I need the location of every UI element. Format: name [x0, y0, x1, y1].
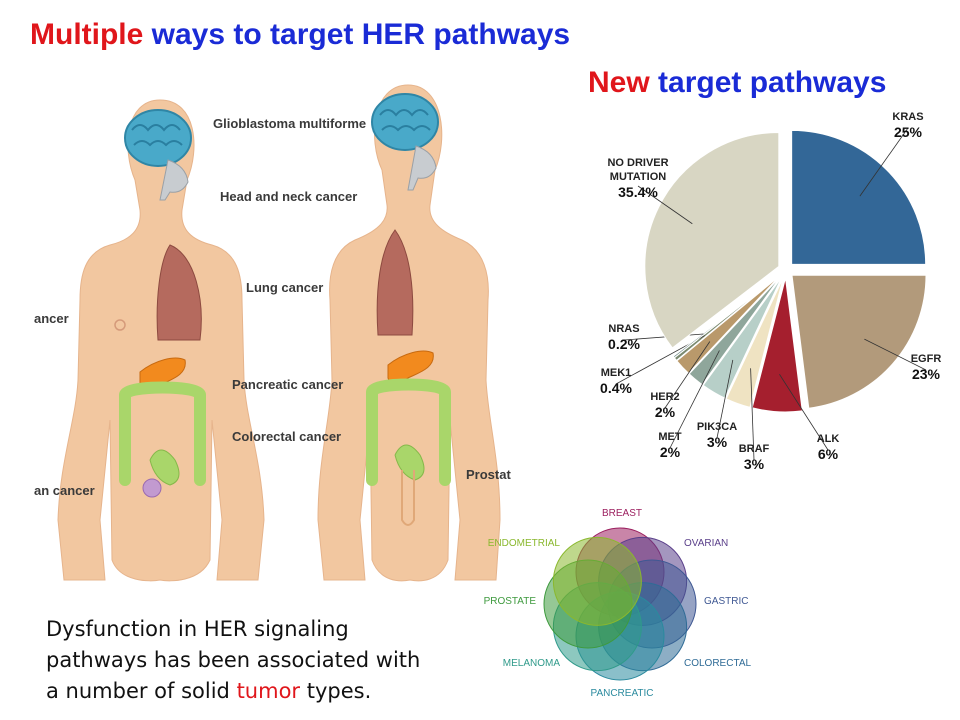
- male-prostate: [401, 470, 415, 526]
- pie-title-red: New: [588, 66, 650, 99]
- pie-label-name: BRAF: [739, 443, 770, 455]
- male-airway: [407, 145, 437, 191]
- slide-title: Multiple ways to target HER pathways: [30, 18, 570, 52]
- venn-label-melanoma: MELANOMA: [503, 658, 561, 669]
- pie-slice-braf: [725, 277, 784, 408]
- male-colon: [366, 378, 451, 486]
- venn-label-pancreatic: PANCREATIC: [591, 688, 654, 699]
- title-part-blue: ways to target HER pathways: [143, 18, 571, 51]
- label-prostate-partial: Prostat: [466, 467, 511, 482]
- pie-slice-kras: [791, 129, 927, 265]
- female-lungs: [156, 244, 202, 341]
- pie-label-name: EGFR: [911, 353, 942, 365]
- caption-line-3-post: types.: [300, 679, 372, 703]
- pie-slice-no-driver-mutation: [644, 131, 780, 349]
- pie-label-value: 25%: [894, 124, 923, 140]
- pie-label-name: MET: [658, 431, 682, 443]
- pie-leader-line: [623, 333, 704, 341]
- pie-leader-line: [716, 359, 734, 439]
- pie-label-value: 23%: [912, 366, 941, 382]
- caption-line-2: pathways has been associated with: [46, 648, 421, 672]
- male-brain-folds: [379, 109, 431, 132]
- pie-leader-line: [859, 127, 909, 197]
- pie-label-name: MUTATION: [610, 171, 666, 183]
- venn-label-prostate: PROSTATE: [484, 596, 537, 607]
- pie-label-name: NRAS: [608, 323, 639, 335]
- pie-slice-nras: [672, 274, 780, 359]
- label-ovarian-partial: an cancer: [34, 483, 95, 498]
- pie-label-value: 35.4%: [618, 184, 658, 200]
- female-colon: [119, 381, 206, 486]
- pie-label-value: 0.4%: [600, 380, 632, 396]
- venn-label-colorectal: COLORECTAL: [684, 658, 751, 669]
- female-airway: [159, 159, 189, 201]
- caption-line-3-pre: a number of solid: [46, 679, 237, 703]
- label-head-neck: Head and neck cancer: [220, 189, 358, 204]
- title-part-red: Multiple: [30, 18, 144, 51]
- venn-label-endometrial: ENDOMETRIAL: [488, 538, 561, 549]
- caption-tumor-word: tumor: [236, 679, 301, 703]
- venn-label-gastric: GASTRIC: [704, 596, 748, 607]
- pie-leader-line: [669, 350, 720, 449]
- pie-label-value: 0.2%: [608, 336, 640, 352]
- pie-label-name: NO DRIVER: [607, 157, 668, 169]
- pie-label-name: PIK3CA: [697, 421, 737, 433]
- label-breast-partial: ancer: [34, 311, 69, 326]
- label-pancreatic: Pancreatic cancer: [232, 377, 344, 392]
- pie-title-blue: target pathways: [649, 66, 887, 99]
- venn-petal-endometrial: [552, 536, 642, 626]
- female-ovary: [142, 478, 162, 498]
- female-body: [57, 99, 265, 582]
- pie-title: New target pathways: [588, 66, 886, 100]
- pie-label-value: 3%: [744, 456, 765, 472]
- venn-label-ovarian: OVARIAN: [684, 538, 728, 549]
- female-brain-folds: [131, 124, 183, 147]
- pie-leader-line: [864, 338, 927, 371]
- pie-label-name: KRAS: [892, 111, 923, 123]
- pie-label-value: 6%: [818, 446, 839, 462]
- label-lung: Lung cancer: [246, 280, 324, 295]
- pie-leader-line: [779, 374, 829, 451]
- female-small-intestine: [149, 449, 180, 486]
- label-colorectal: Colorectal cancer: [232, 429, 342, 444]
- male-brain: [371, 93, 439, 151]
- pie-label-value: 3%: [707, 434, 728, 450]
- venn-diagram: BREAST OVARIAN GASTRIC COLORECTAL PANCREATIC…: [484, 508, 752, 699]
- pie-label-value: 2%: [655, 404, 676, 420]
- female-breast-mark: [114, 319, 126, 331]
- caption-line-1: Dysfunction in HER signaling: [46, 617, 349, 641]
- pie-label-name: HER2: [650, 391, 679, 403]
- pie-label-name: ALK: [817, 433, 840, 445]
- pie-label-name: MEK1: [601, 367, 632, 379]
- pie-leader-line: [637, 185, 693, 225]
- male-body: [317, 84, 501, 582]
- label-glioblastoma: Glioblastoma multiforme: [213, 116, 367, 131]
- caption-line-3: a number of solid tumor types.: [46, 676, 420, 707]
- female-brain: [124, 109, 192, 167]
- caption: Dysfunction in HER signaling pathways ha…: [46, 614, 420, 707]
- anatomy-illustration: [57, 84, 501, 582]
- pie-leader-line: [664, 341, 711, 409]
- pie-label-value: 2%: [660, 444, 681, 460]
- venn-label-breast: BREAST: [602, 508, 642, 519]
- pie-chart: KRAS25%EGFR23%ALK6%BRAF3%PIK3CA3%MET2%HE…: [600, 111, 942, 472]
- pie-slice-egfr: [791, 274, 927, 409]
- male-lungs: [376, 229, 414, 336]
- pie-leader-line: [750, 368, 755, 461]
